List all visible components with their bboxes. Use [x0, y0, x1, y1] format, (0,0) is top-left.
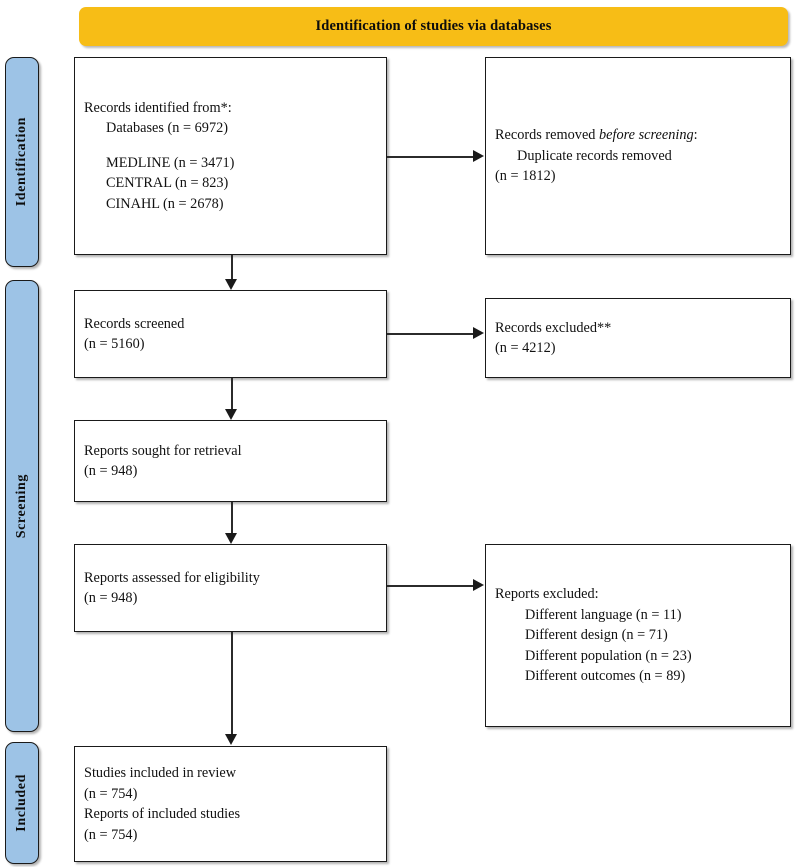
arrowhead-screened-to-sought [225, 409, 237, 420]
box-line: Different language (n = 11) [525, 606, 682, 623]
box-line: Different design (n = 71) [525, 627, 668, 644]
stage-sidebar-included: Included [5, 742, 39, 864]
arrowhead-assessed-to-included [225, 734, 237, 745]
box-line: (n = 1812) [495, 168, 556, 185]
box-line: Reports of included studies [84, 806, 241, 822]
banner-title: Identification of studies via databases [315, 18, 552, 34]
box-records-identified: Records identified from*: Databases (n =… [74, 57, 387, 255]
box-line-spacer [84, 139, 377, 153]
connector-assessed-to-included [231, 632, 233, 736]
box-line: Duplicate records removed [517, 147, 672, 164]
box-line-emphasis: before screening [599, 127, 694, 144]
connector-screened-to-sought [231, 378, 233, 411]
box-records-screened: Records screened (n = 5160) [74, 290, 387, 378]
box-reports-excluded: Reports excluded: Different language (n … [485, 544, 791, 727]
stage-sidebar-identification: Identification [5, 57, 39, 267]
box-line: Reports assessed for eligibility [84, 569, 260, 586]
connector-identified-to-removed [387, 156, 474, 158]
stage-label-screening: Screening [14, 473, 29, 539]
box-records-excluded: Records excluded** (n = 4212) [485, 298, 791, 378]
box-line: Records removed before screening: [495, 125, 781, 146]
banner-identification-databases: Identification of studies via databases [79, 7, 788, 46]
box-line: (n = 948) [84, 463, 138, 479]
stage-label-identification: Identification [14, 117, 29, 207]
box-line: (n = 4212) [495, 340, 556, 356]
stage-sidebar-screening: Screening [5, 280, 39, 732]
box-line: Different population (n = 23) [525, 647, 692, 664]
box-line: (n = 948) [84, 590, 138, 606]
box-line: Records identified from*: [84, 99, 232, 116]
box-line: Studies included in review [84, 765, 237, 781]
connector-identified-to-screened [231, 255, 233, 281]
box-line: Records screened [84, 315, 185, 332]
connector-screened-to-excluded [387, 333, 474, 335]
box-line: (n = 5160) [84, 336, 145, 352]
box-line: Records excluded** [495, 319, 612, 336]
box-line: CENTRAL (n = 823) [106, 175, 229, 192]
arrowhead-sought-to-assessed [225, 533, 237, 544]
arrowhead-screened-to-excluded [473, 327, 484, 339]
box-line-suffix: : [693, 127, 698, 144]
box-reports-sought: Reports sought for retrieval (n = 948) [74, 420, 387, 502]
stage-label-included: Included [14, 774, 29, 832]
box-line-text: Records removed [495, 127, 600, 144]
box-line: Different outcomes (n = 89) [525, 668, 686, 685]
box-reports-assessed: Reports assessed for eligibility (n = 94… [74, 544, 387, 632]
box-line: (n = 754) [84, 826, 138, 843]
box-line: CINAHL (n = 2678) [106, 195, 224, 212]
arrowhead-identified-to-screened [225, 279, 237, 290]
box-line: (n = 754) [84, 785, 138, 802]
box-line: MEDLINE (n = 3471) [106, 154, 235, 171]
box-records-removed: Records removed before screening: Duplic… [485, 57, 791, 255]
box-line: Reports sought for retrieval [84, 442, 242, 459]
box-line: Reports excluded: [495, 586, 599, 603]
connector-assessed-to-excluded [387, 585, 474, 587]
arrowhead-identified-to-removed [473, 150, 484, 162]
box-studies-included: Studies included in review (n = 754) Rep… [74, 746, 387, 862]
box-line: Databases (n = 6972) [106, 120, 229, 137]
connector-sought-to-assessed [231, 502, 233, 534]
arrowhead-assessed-to-excluded [473, 579, 484, 591]
